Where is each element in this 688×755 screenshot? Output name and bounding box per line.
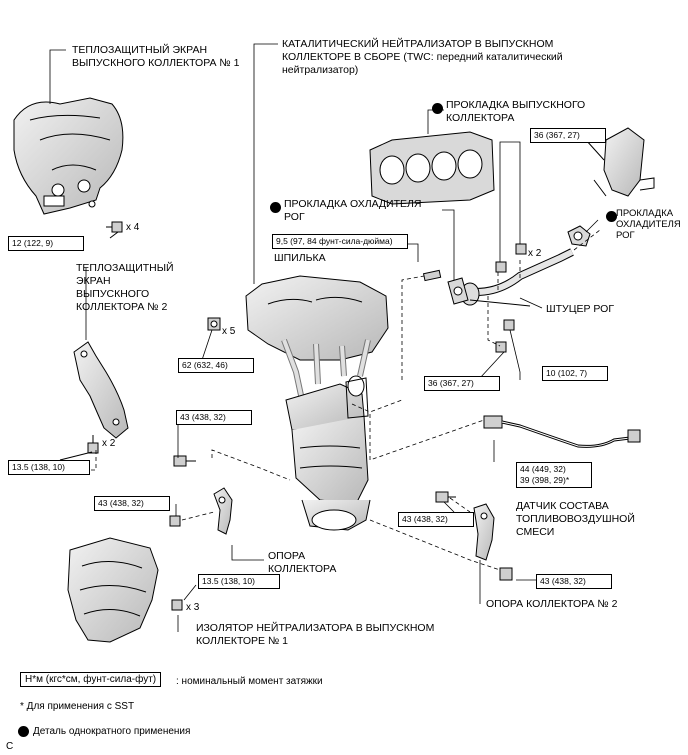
qty-x2-left: x 2 (102, 438, 116, 449)
torque-135-a: 13.5 (138, 10) (8, 460, 90, 475)
nonreusable-icon (606, 211, 617, 222)
heat-shield-2-part (73, 341, 129, 439)
legend-torque-desc: : номинальный момент затяжки (176, 676, 323, 687)
torque-135-b: 13.5 (138, 10) (198, 574, 280, 589)
catalytic-manifold-part (245, 275, 389, 531)
label-heat-shield-2: ТЕПЛОЗАЩИТНЫЙ ЭКРАН ВЫПУСКНОГО КОЛЛЕКТОР… (76, 262, 174, 313)
torque-36-mid: 36 (367, 27) (424, 376, 500, 391)
exhaust-gasket-part (369, 131, 495, 205)
label-egr-fitting: ШТУЦЕР РОГ (546, 303, 615, 315)
torque-43-d: 43 (438, 32) (536, 574, 612, 589)
label-manifold-stay: ОПОРА КОЛЛЕКТОРА (268, 550, 337, 575)
label-exhaust-gasket: ПРОКЛАДКА ВЫПУСКНОГО КОЛЛЕКТОРА (446, 99, 586, 124)
nut-x5 (207, 317, 221, 331)
torque-43-c: 43 (438, 32) (398, 512, 474, 527)
stud-part (422, 269, 442, 282)
corner-mark: C (6, 741, 14, 752)
bolt-egr-top (495, 243, 527, 353)
egr-fitting-part (460, 248, 574, 307)
torque-95: 9,5 (97, 84 фунт-сила-дюйма) (272, 234, 408, 249)
label-af-sensor: ДАТЧИК СОСТАВА ТОПЛИВОВОЗДУШНОЙ СМЕСИ (516, 500, 635, 538)
torque-10: 10 (102, 7) (542, 366, 608, 381)
label-stud: ШПИЛЬКА (274, 252, 326, 264)
manifold-stay-2-part (473, 503, 495, 561)
nonreusable-icon (432, 103, 443, 114)
af-sensor-part (483, 415, 641, 448)
label-heat-shield-1: ТЕПЛОЗАЩИТНЫЙ ЭКРАН ВЫПУСКНОГО КОЛЛЕКТОР… (72, 44, 240, 69)
torque-43-a: 43 (438, 32) (176, 410, 252, 425)
bolt-insulator (171, 599, 183, 611)
qty-x2-top: x 2 (528, 248, 542, 259)
manifold-stay-part (213, 487, 233, 535)
torque-12: 12 (122, 9) (8, 236, 84, 251)
label-egr-cooler-gasket: ПРОКЛАДКА ОХЛАДИТЕЛЯ РОГ (284, 198, 422, 223)
bolt-heat-shield-1 (106, 221, 123, 233)
assembly-dashed-lines (86, 229, 601, 571)
legend-sst-note: * Для применения с SST (20, 701, 135, 712)
leader-12 (109, 231, 119, 239)
insulator-part (67, 537, 159, 643)
bolt-heat-shield-2 (87, 435, 99, 454)
qty-x5: x 5 (222, 326, 236, 337)
heat-shield-1-part (13, 97, 124, 215)
torque-36-top: 36 (367, 27) (530, 128, 606, 143)
bolt-stay-2 (435, 491, 513, 581)
nonreusable-icon (18, 726, 29, 737)
bolt-stay (169, 455, 196, 527)
qty-x3: x 3 (186, 602, 200, 613)
label-manifold-stay-2: ОПОРА КОЛЛЕКТОРА № 2 (486, 598, 618, 610)
egr-cooler-part (585, 127, 655, 197)
egr-gasket-small-part (567, 225, 591, 247)
nonreusable-icon (270, 202, 281, 213)
legend-torque-unit: Н*м (кгс*см, фунт-сила-фут) (20, 672, 162, 687)
label-egr-cooler-gasket-small: ПРОКЛАДКА ОХЛАДИТЕЛЯ РОГ (616, 208, 681, 241)
qty-x4: x 4 (126, 222, 140, 233)
label-insulator-1: ИЗОЛЯТОР НЕЙТРАЛИЗАТОРА В ВЫПУСКНОМ КОЛЛ… (196, 622, 435, 647)
leader-135a (59, 451, 93, 461)
torque-44: 44 (449, 32) 39 (398, 29)* (516, 462, 592, 488)
torque-43-b: 43 (438, 32) (94, 496, 170, 511)
label-catalytic-converter: КАТАЛИТИЧЕСКИЙ НЕЙТРАЛИЗАТОР В ВЫПУСКНОМ… (282, 38, 563, 76)
egr-cooler-gasket-part (447, 277, 469, 305)
torque-62: 62 (632, 46) (178, 358, 254, 373)
legend-nonreusable: Деталь однократного применения (33, 726, 191, 737)
